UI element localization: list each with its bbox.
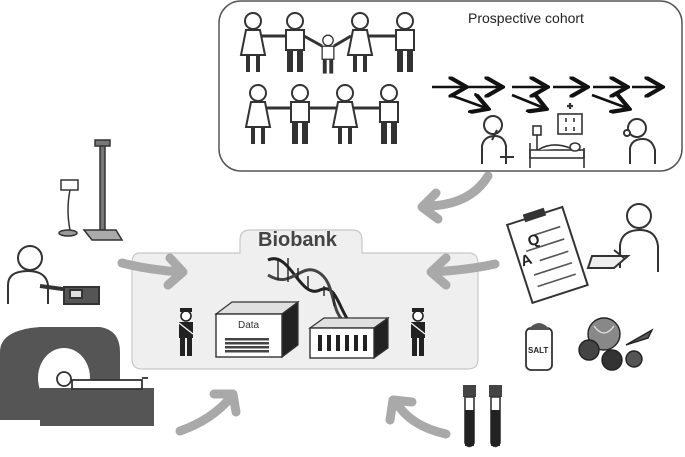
height-scale-icon	[58, 139, 124, 241]
follow-up-arrows	[432, 87, 660, 108]
cohort-people-row2	[244, 83, 399, 146]
dna-helix-icon	[267, 257, 350, 324]
writing-person-icon	[586, 203, 659, 272]
cohort-people-row1	[239, 11, 415, 75]
questionnaire-icon	[505, 205, 589, 305]
data-label: Data	[238, 320, 260, 331]
cohort-title: Prospective cohort	[468, 10, 584, 26]
blood-pressure-icon	[7, 245, 100, 305]
vegetables-icon	[578, 317, 654, 371]
mri-scanner-icon	[0, 327, 154, 426]
salt-shaker-icon	[525, 323, 553, 371]
sample-rack-icon	[308, 316, 390, 360]
hospital-bed-icon	[529, 103, 585, 168]
data-box-icon	[214, 300, 300, 359]
blood-tubes-icon	[463, 385, 502, 448]
salt-label: SALT	[528, 346, 549, 355]
thinking-person-icon	[481, 115, 514, 164]
cohort-to-biobank-arrow	[423, 171, 493, 211]
coughing-person-icon	[623, 118, 656, 164]
input-arrows	[117, 253, 500, 439]
biobank-title: Biobank	[258, 229, 337, 251]
